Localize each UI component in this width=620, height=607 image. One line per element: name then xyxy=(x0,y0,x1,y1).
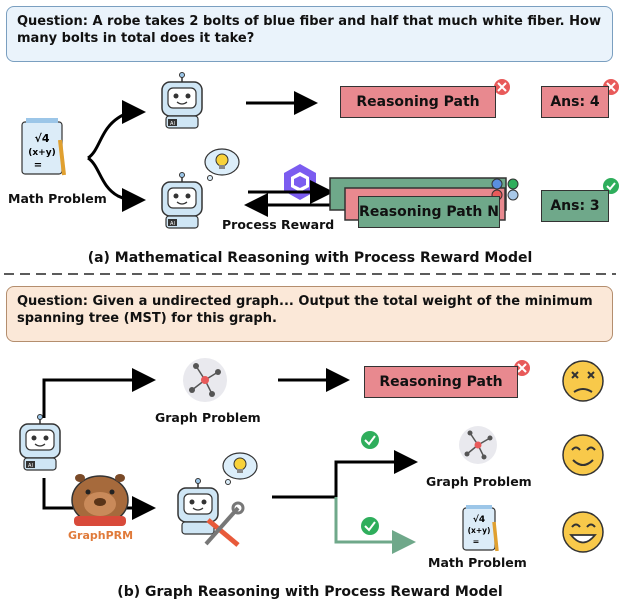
svg-text:(x+y): (x+y) xyxy=(28,148,55,158)
svg-text:√4: √4 xyxy=(35,132,50,145)
process-reward-label: Process Reward xyxy=(222,217,335,232)
reasoning-path-bottom-label: Reasoning Path N xyxy=(359,204,499,220)
math-problem-label-right: Math Problem xyxy=(428,555,527,570)
answer-top-label: Ans: 4 xyxy=(550,94,600,110)
caption-a: (a) Mathematical Reasoning with Process … xyxy=(87,250,533,266)
robot-icon: AI xyxy=(161,72,203,129)
sad-face-icon xyxy=(562,360,604,402)
robot-icon: AI xyxy=(161,172,203,229)
graphprm-label: GraphPRM xyxy=(68,529,134,542)
reasoning-path-b: Reasoning Path xyxy=(364,366,518,398)
happy-face-icon xyxy=(562,511,604,553)
tools-icon xyxy=(204,501,245,547)
question-box-b: Question: Given a undirected graph... Ou… xyxy=(6,286,613,342)
math-problem-label: Math Problem xyxy=(8,191,107,206)
svg-text:(x+y): (x+y) xyxy=(468,526,491,535)
brace xyxy=(87,99,146,160)
question-text-a: Question: A robe takes 2 bolts of blue f… xyxy=(17,14,601,46)
svg-text:=: = xyxy=(473,537,480,546)
capybara-icon xyxy=(71,474,129,526)
robot-icon: AI xyxy=(19,414,61,471)
math-sheet-icon: √4 (x+y) = xyxy=(21,118,66,176)
reasoning-path-top-label: Reasoning Path xyxy=(356,94,480,110)
question-box-a: Question: A robe takes 2 bolts of blue f… xyxy=(6,6,613,62)
answer-bottom-label: Ans: 3 xyxy=(550,198,600,214)
check-icon xyxy=(361,431,379,449)
svg-text:AI: AI xyxy=(170,121,175,127)
svg-text:AI: AI xyxy=(28,463,33,469)
question-text-b: Question: Given a undirected graph... Ou… xyxy=(17,294,593,326)
check-icon xyxy=(361,517,379,535)
svg-text:AI: AI xyxy=(170,221,175,227)
qwen-logo-icon xyxy=(284,164,316,200)
math-sheet-icon: √4 (x+y) = xyxy=(462,505,499,552)
robot-icon xyxy=(177,478,219,535)
answer-bottom: Ans: 3 xyxy=(541,190,609,222)
caption-b: (b) Graph Reasoning with Process Reward … xyxy=(117,584,503,600)
cross-icon xyxy=(514,360,530,376)
graph-icon xyxy=(183,358,227,402)
cross-icon xyxy=(494,79,510,95)
graph-problem-label-right: Graph Problem xyxy=(426,474,532,489)
svg-text:=: = xyxy=(34,160,42,171)
reasoning-path-top: Reasoning Path xyxy=(340,86,496,118)
lightbulb-icon xyxy=(222,452,258,485)
answer-top: Ans: 4 xyxy=(541,86,609,118)
smile-face-icon xyxy=(562,434,604,476)
reasoning-path-bottom: Reasoning Path N xyxy=(358,196,500,228)
lightbulb-icon xyxy=(204,148,240,181)
graph-icon xyxy=(459,426,497,464)
svg-text:√4: √4 xyxy=(473,514,485,525)
graph-problem-label-top: Graph Problem xyxy=(155,410,261,425)
reasoning-path-b-label: Reasoning Path xyxy=(379,374,503,390)
